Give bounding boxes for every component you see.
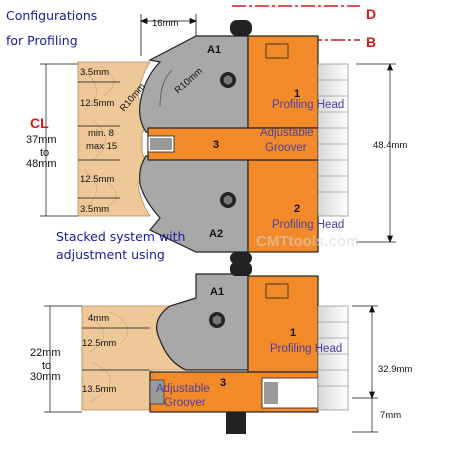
dim-12-5mm-lower: 12.5mm	[80, 174, 114, 185]
marker-cl: CL	[30, 115, 49, 131]
marker-b: B	[366, 34, 376, 50]
label-groover-1: Groover	[265, 142, 307, 154]
top-head-1	[247, 35, 319, 129]
dim-3-5mm-bottom: 3.5mm	[80, 204, 109, 215]
cl-range-1: 37mm	[26, 134, 57, 146]
title-line-2: for Profiling	[6, 33, 78, 48]
dim-12-5mm-upper: 12.5mm	[80, 98, 114, 109]
dim-12-5mm-bottom: 12.5mm	[82, 338, 116, 349]
label-a1-top: A1	[207, 44, 221, 56]
reference-lines	[232, 5, 360, 41]
label-adjustable-1: Adjustable	[260, 127, 314, 139]
label-head-2-number: 2	[294, 203, 300, 215]
label-groover-3-number: 3	[213, 139, 219, 151]
label-profiling-head-1: Profiling Head	[272, 99, 344, 111]
dim-48-4mm: 48.4mm	[373, 140, 407, 151]
label-bottom-head-1-number: 1	[290, 327, 296, 339]
cl-range-2: to	[40, 147, 49, 159]
bottom-range-2: to	[42, 360, 51, 372]
top-teeth	[317, 63, 349, 217]
bottom-teeth	[317, 305, 349, 411]
hex-bolt-icon	[220, 192, 236, 208]
dim-3-5mm-top: 3.5mm	[80, 67, 109, 78]
bottom-range-3: 30mm	[30, 371, 61, 383]
label-bottom-profiling-head: Profiling Head	[270, 343, 342, 355]
top-wood-profile	[77, 61, 151, 217]
note-line-2: adjustment using	[56, 247, 165, 262]
dim-32-9mm: 32.9mm	[378, 364, 412, 375]
hex-bolt-icon	[209, 312, 225, 328]
title-line-1: Configurations	[6, 8, 97, 23]
top-groover-3	[147, 127, 319, 161]
bottom-groover-3	[149, 371, 319, 413]
bottom-spindle	[226, 412, 246, 434]
bottom-cutter-a1	[156, 262, 252, 371]
bottom-head-1	[247, 275, 319, 373]
dim-7mm: 7mm	[380, 410, 401, 421]
dim-max-15: max 15	[86, 141, 117, 152]
dim-16mm-lines	[139, 14, 198, 56]
label-bottom-adjustable: Adjustable	[156, 383, 210, 395]
label-bottom-groover: Groover	[164, 397, 206, 409]
bottom-right-dim-lines	[352, 305, 378, 433]
cl-range-3: 48mm	[26, 158, 57, 170]
dim-13-5mm: 13.5mm	[82, 384, 116, 395]
hex-bolt-icon	[220, 72, 236, 88]
bottom-left-dim-lines	[44, 305, 150, 413]
dim-min-8: min. 8	[88, 128, 114, 139]
label-a1-bottom: A1	[210, 286, 224, 298]
note-line-1: Stacked system with	[56, 229, 185, 244]
dim-16mm: 16mm	[152, 18, 178, 29]
marker-d: D	[366, 6, 376, 22]
top-right-dim-lines	[356, 63, 396, 243]
label-bottom-groover-number: 3	[220, 377, 226, 389]
label-head-1-number: 1	[294, 88, 300, 100]
bottom-range-1: 22mm	[30, 347, 61, 359]
dim-4mm: 4mm	[88, 313, 109, 324]
watermark: CMTtools.com	[256, 233, 359, 250]
label-profiling-head-2: Profiling Head	[272, 219, 344, 231]
top-cutter-a2	[139, 151, 252, 264]
label-a2: A2	[209, 228, 223, 240]
top-left-dim-lines	[40, 63, 120, 217]
